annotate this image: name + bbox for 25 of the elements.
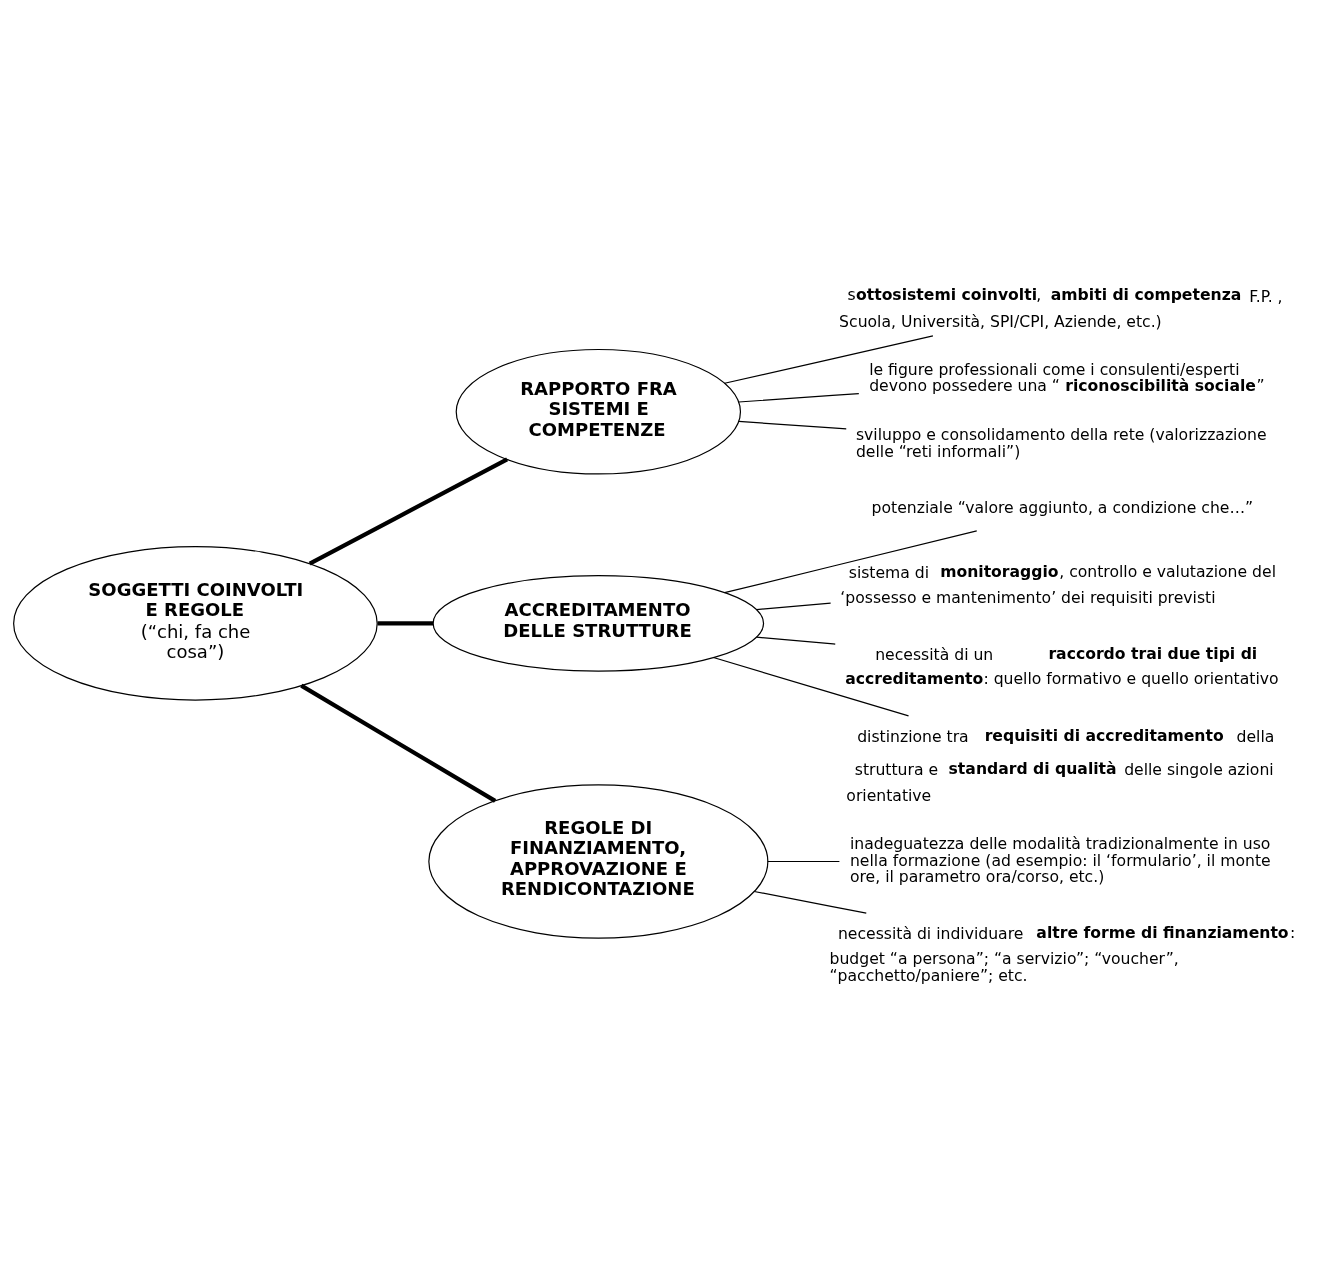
node-text: necessità di un raccordo trai due tipi di accreditamento: quello formativo e quello orientativo [845,643,1279,688]
node-ellipse: SOGGETTI COINVOLTI E REGOLE (“chi, fa che cosa”) [13,546,378,701]
node-ellipse: RAPPORTO FRA SISTEMI E COMPETENZE [455,348,742,475]
node-text: sviluppo e consolidamento della rete (valorizzazione delle “reti informali”) [855,424,1267,461]
node-text: necessità di individuare altre forme di finanziamento: budget “a persona”; “a servizio”; “voucher”, “pacchetto/paniere”; etc. [829,922,1296,986]
connector [755,636,836,645]
node-ellipse: ACCREDITAMENTO DELLE STRUTTURE [432,575,765,672]
connector [738,420,847,430]
node-text: potenziale “valore aggiunto, a condizione che…” [871,498,1254,518]
node-text: distinzione tra requisiti di accreditamento della struttura e standard di qualità delle singole azioni orientative [846,725,1275,805]
connector [308,457,509,566]
node-ellipse: REGOLE DI FINANZIAMENTO, APPROVAZIONE E RENDICONTAZIONE [428,784,769,939]
connector [724,530,978,594]
connector [755,602,832,611]
connector [712,656,910,717]
connector [767,860,840,863]
connector [738,393,860,403]
node-text: le figure professionali come i consulenti/esperti devono possedere una “riconoscibilità sociale” [869,359,1265,395]
node-text: sottosistemi coinvolti, ambiti di competenza F.P. , Scuola, Università, SPI/CPI, Aziende, etc.) [839,285,1283,331]
connector [300,683,497,803]
connector [377,621,434,626]
connector [724,335,934,384]
node-text: sistema di monitoraggio, controllo e valutazione del ‘possesso e mantenimento’ dei requisiti previsti [840,561,1276,608]
connector [753,890,867,914]
node-text: inadeguatezza delle modalità tradizionalmente in uso nella formazione (ad esempio: il ‘formulario’, il monte ore, il parametro ora/corso, etc.) [849,833,1271,887]
